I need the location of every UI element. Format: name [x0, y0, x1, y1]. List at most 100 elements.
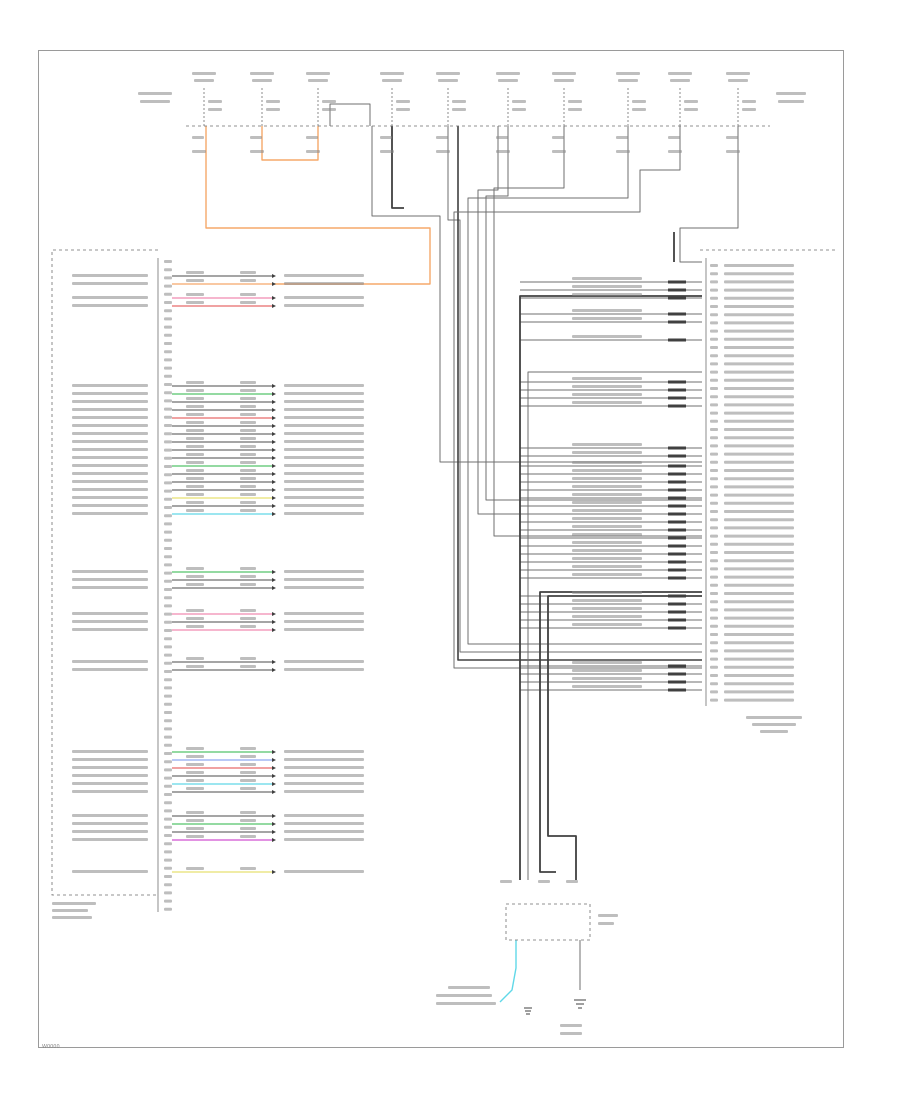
left-destination-label — [284, 456, 364, 459]
wire-color-label — [186, 625, 204, 628]
left-circuit-name — [72, 586, 148, 589]
right-circuit-name — [724, 264, 794, 267]
left-pin-number — [164, 719, 172, 723]
left-circuit-name — [72, 432, 148, 435]
top-component-label — [192, 72, 216, 75]
splice-label — [778, 100, 804, 103]
left-pin-number — [164, 555, 172, 559]
right-pin-number — [710, 600, 718, 604]
arrow-head — [272, 408, 276, 412]
right-pin-number — [710, 526, 718, 530]
left-circuit-name — [72, 628, 148, 631]
left-pin-number — [164, 743, 172, 747]
right-pin-number — [710, 551, 718, 554]
left-circuit-name — [72, 448, 148, 451]
right-pin-number — [710, 288, 718, 292]
right-destination-label — [572, 661, 642, 664]
right-pin-number — [710, 395, 718, 399]
right-circuit-name — [724, 337, 794, 341]
right-row-terminal — [668, 480, 686, 484]
left-circuit-name — [72, 838, 148, 841]
right-destination-label — [572, 599, 642, 602]
right-row-terminal — [668, 520, 686, 524]
arrow-head — [272, 440, 276, 444]
trunk-wire — [371, 126, 702, 463]
left-pin-number — [164, 391, 172, 395]
right-pin-number — [710, 493, 718, 497]
left-pin-number — [164, 620, 172, 624]
wire-color-label — [186, 405, 204, 408]
top-component-label — [616, 72, 640, 75]
left-destination-label — [284, 448, 364, 451]
wire-color-label — [240, 657, 256, 660]
wire-color-label — [240, 779, 256, 782]
left-pin-number — [164, 563, 172, 567]
left-destination-label — [284, 822, 364, 825]
right-destination-label — [572, 677, 642, 680]
trunk-wire — [329, 103, 371, 126]
right-pin-number — [710, 354, 718, 358]
left-pin-number — [164, 448, 172, 452]
wire-color-label — [186, 501, 204, 504]
wire-color-label — [186, 421, 204, 424]
left-pin-number — [164, 686, 172, 690]
arrow-head — [272, 822, 276, 826]
left-pin-number — [164, 325, 172, 329]
wire-color-label — [186, 293, 204, 296]
top-component-label — [552, 72, 576, 75]
right-destination-label — [572, 317, 642, 320]
right-pin-number — [710, 264, 718, 267]
right-circuit-name — [724, 510, 794, 513]
right-pin-number — [710, 469, 718, 472]
pin-label — [742, 108, 756, 111]
left-circuit-name — [72, 570, 148, 573]
right-row-terminal — [668, 288, 686, 292]
left-circuit-name — [72, 296, 148, 299]
right-circuit-name — [724, 305, 794, 308]
wire-color-label — [240, 293, 256, 296]
left-circuit-name — [72, 408, 148, 411]
arrow-head — [272, 464, 276, 468]
wire-color-label — [186, 453, 204, 456]
right-row-terminal — [668, 528, 686, 532]
right-circuit-name — [724, 616, 794, 620]
wire-color-label — [186, 617, 204, 620]
left-pin-number — [164, 817, 172, 821]
label-layer — [52, 72, 806, 1035]
right-circuit-name — [724, 362, 794, 366]
left-destination-label — [284, 440, 364, 443]
right-row-terminal — [668, 320, 686, 324]
right-row-terminal — [668, 610, 686, 614]
pin-label — [512, 100, 526, 103]
wire-color-label — [240, 609, 256, 612]
right-circuit-name — [724, 575, 794, 579]
right-circuit-name — [724, 682, 794, 686]
left-pin-number — [164, 768, 172, 772]
left-destination-label — [284, 830, 364, 833]
trunk-wire — [493, 126, 702, 537]
left-circuit-name — [72, 456, 148, 459]
left-pin-number — [164, 825, 172, 829]
right-circuit-name — [724, 649, 794, 653]
right-pin-number — [710, 296, 718, 300]
right-destination-label — [572, 669, 642, 672]
pin-label — [632, 108, 646, 111]
left-pin-number — [164, 399, 172, 403]
left-pin-number — [164, 317, 172, 321]
pin-number — [496, 136, 508, 139]
right-circuit-name — [724, 534, 794, 538]
wire-color-label — [186, 445, 204, 448]
wire-color-label — [436, 150, 450, 153]
right-circuit-name — [724, 698, 794, 702]
left-destination-label — [284, 570, 364, 573]
left-destination-label — [284, 392, 364, 395]
left-destination-label — [284, 296, 364, 299]
wire-color-label — [240, 405, 256, 408]
right-pin-number — [710, 641, 718, 645]
right-row-terminal — [668, 512, 686, 516]
right-destination-label — [572, 285, 642, 288]
right-pin-number — [710, 346, 718, 349]
right-circuit-name — [724, 583, 794, 587]
pin-number — [380, 136, 392, 139]
right-circuit-name — [724, 633, 794, 636]
